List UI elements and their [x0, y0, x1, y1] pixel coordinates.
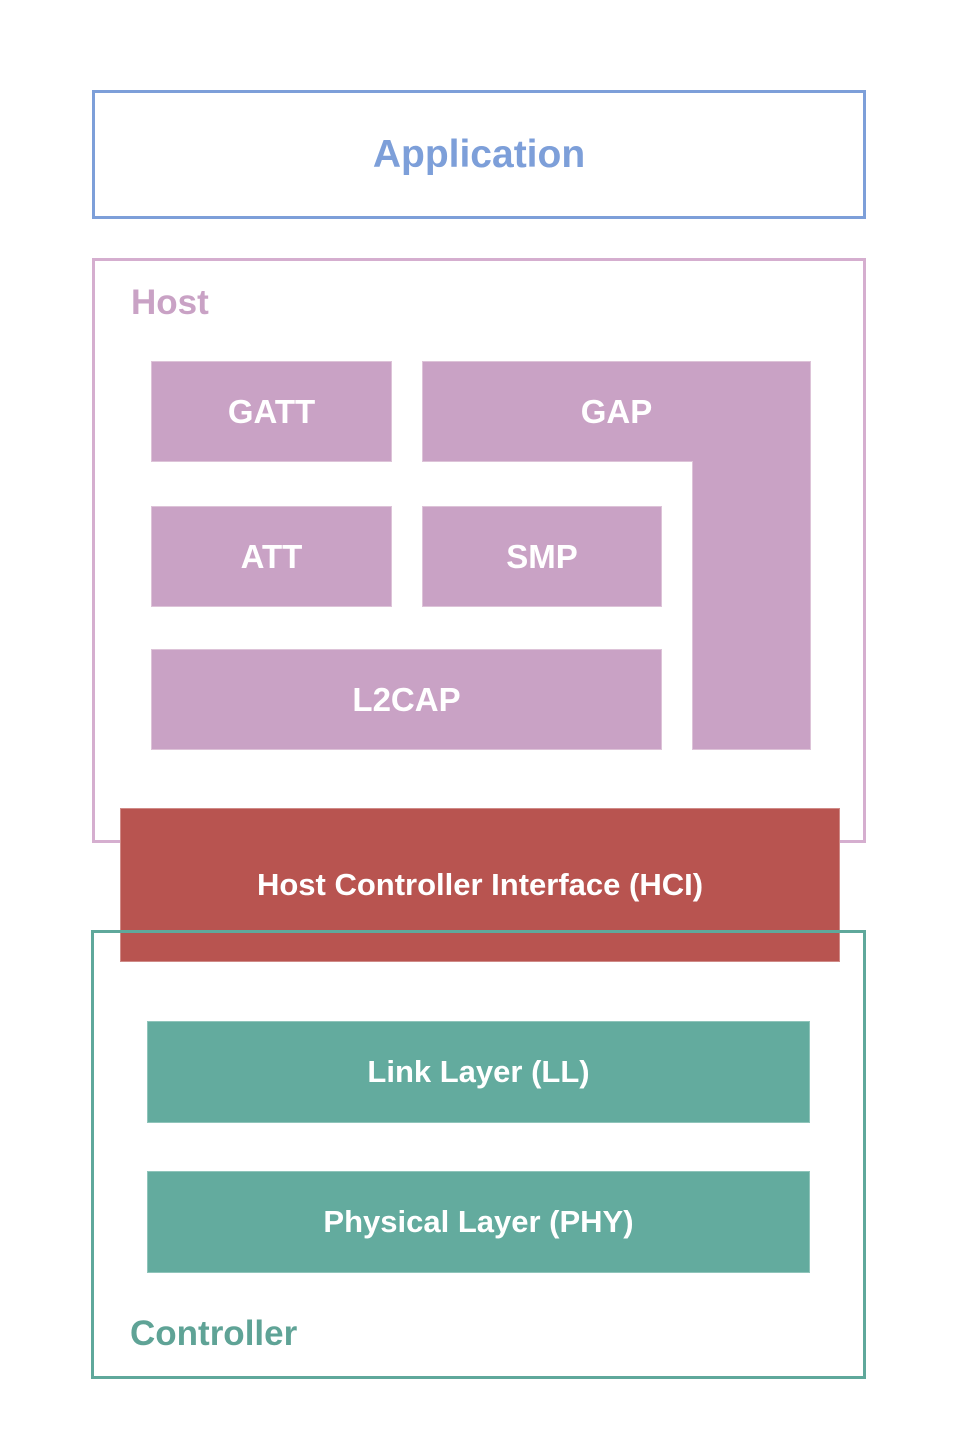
host-label: Host [131, 283, 209, 322]
gap-label: GAP [580, 392, 653, 430]
gatt-block: GATT [151, 361, 392, 462]
gap-block: GAP [422, 361, 811, 462]
controller-box: Controller [91, 930, 866, 1379]
link-layer-block: Link Layer (LL) [147, 1021, 810, 1123]
gatt-label: GATT [227, 392, 316, 430]
physical-layer-label: Physical Layer (PHY) [323, 1204, 634, 1239]
l2cap-block: L2CAP [151, 649, 662, 750]
application-box: Application [92, 90, 866, 219]
hci-block: Host Controller Interface (HCI) [120, 808, 840, 962]
application-label: Application [372, 132, 586, 176]
att-block: ATT [151, 506, 392, 607]
link-layer-label: Link Layer (LL) [367, 1054, 590, 1089]
smp-label: SMP [506, 537, 578, 575]
smp-block: SMP [422, 506, 662, 607]
physical-layer-block: Physical Layer (PHY) [147, 1171, 810, 1273]
gap-block-vertical-extension [692, 461, 811, 750]
att-label: ATT [240, 537, 303, 575]
hci-label: Host Controller Interface (HCI) [256, 867, 704, 902]
l2cap-label: L2CAP [352, 680, 461, 718]
controller-label: Controller [130, 1314, 298, 1353]
